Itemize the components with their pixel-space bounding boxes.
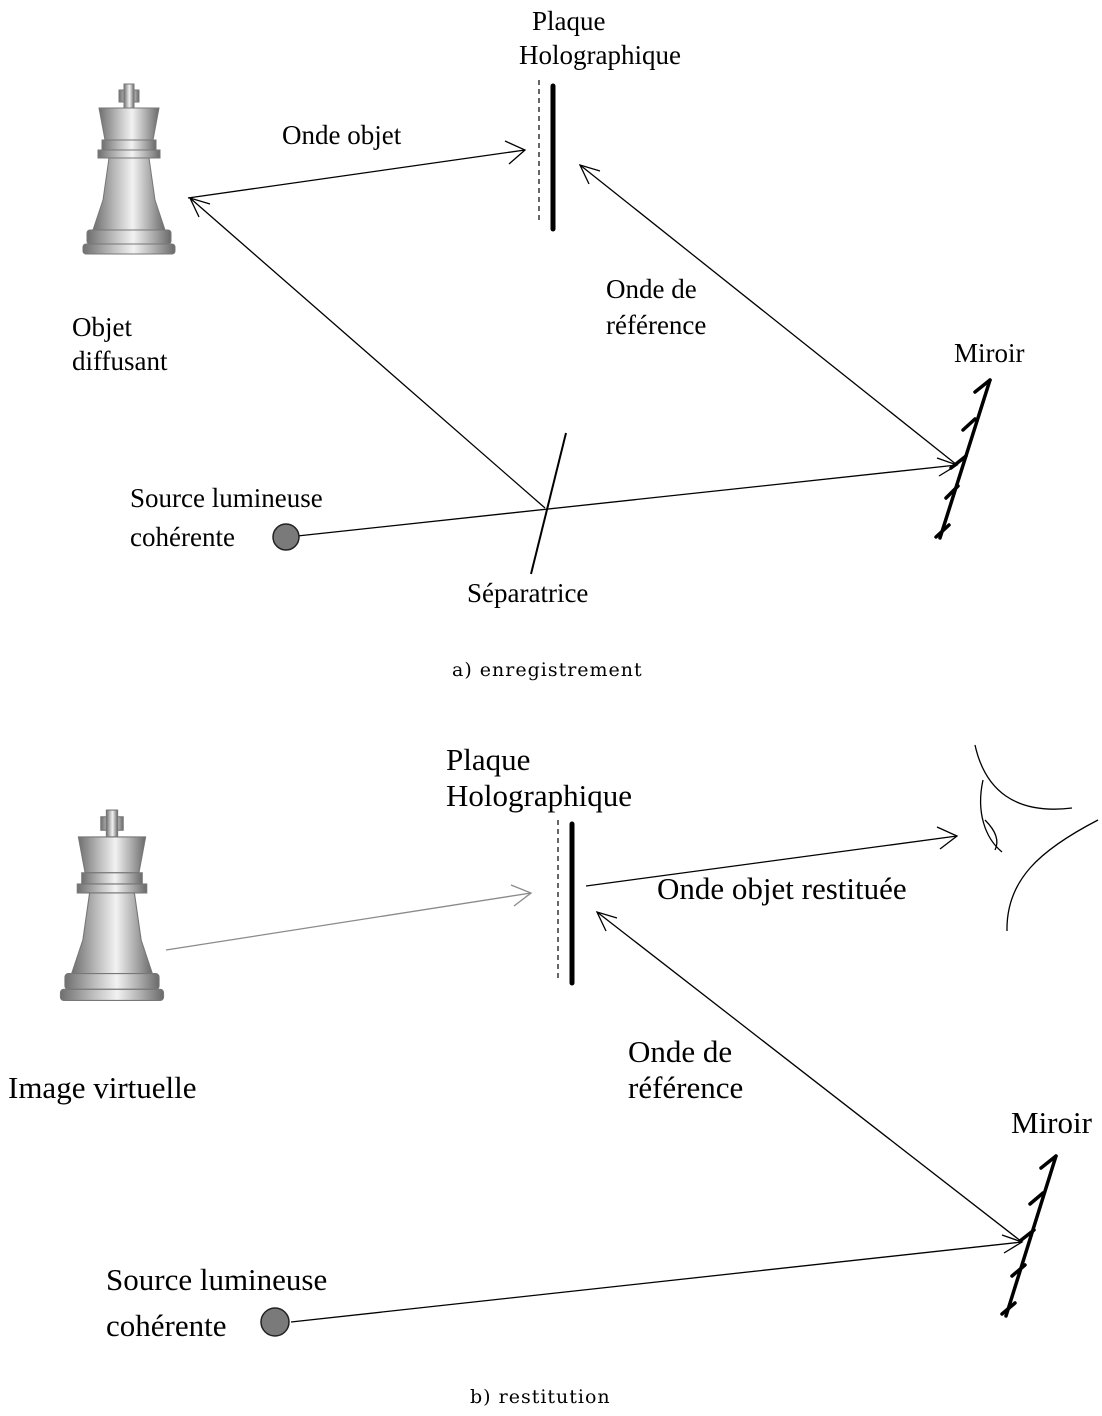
panel-a: Plaque Holographique Onde objet Objet di…: [72, 6, 1025, 681]
mirror-a-label: Miroir: [954, 338, 1025, 368]
splitter-to-object-ray: [189, 197, 546, 509]
plate-a-label-2: Holographique: [519, 40, 681, 70]
caption-a: a) enregistrement: [452, 659, 643, 681]
object-wave-label: Onde objet: [282, 120, 402, 150]
virtual-image-chess-icon: [59, 809, 165, 1002]
mirror-b-label: Miroir: [1011, 1105, 1093, 1140]
caption-b: b) restitution: [470, 1386, 611, 1408]
reference-a-label-2: référence: [606, 310, 706, 340]
object-label-1: Objet: [72, 312, 132, 342]
light-source-icon: [272, 523, 300, 551]
object-wave-ray: [187, 149, 526, 199]
source-b-label-1: Source lumineuse: [106, 1262, 327, 1297]
source-a-label-1: Source lumineuse: [130, 483, 323, 513]
chess-king-icon: [82, 83, 176, 255]
reference-wave-b-ray: [596, 911, 1023, 1243]
reference-b-label-1: Onde de: [628, 1034, 732, 1069]
restored-wave-arrowhead: [936, 826, 959, 850]
plate-b-label-1: Plaque: [446, 742, 530, 777]
object-wave-arrowhead: [504, 140, 527, 165]
splitter-to-object-arrowhead: [188, 196, 211, 218]
reference-a-label-1: Onde de: [606, 274, 697, 304]
restored-wave-ray: [585, 835, 958, 887]
reference-b-label-2: référence: [628, 1070, 743, 1105]
mirror-b-icon: [1000, 1154, 1058, 1318]
plate-b-label-2: Holographique: [446, 778, 632, 813]
observer-eye-icon: [974, 744, 1099, 932]
source-to-mirror-b-ray: [290, 1241, 1023, 1323]
reference-wave-ray: [579, 164, 958, 466]
virtual-ray: [165, 892, 532, 951]
beam-splitter: [530, 432, 567, 575]
mirror-icon: [934, 378, 992, 540]
light-source-b-icon: [260, 1307, 290, 1337]
restored-wave-label: Onde objet restituée: [657, 871, 907, 906]
reference-wave-b-arrowhead: [595, 910, 618, 932]
source-to-mirror-ray: [287, 464, 958, 538]
panel-b: Plaque Holographique Onde objet restitué…: [8, 742, 1099, 1408]
virtual-ray-arrowhead: [510, 884, 533, 907]
virtual-image-label: Image virtuelle: [8, 1070, 197, 1105]
plate-a-label-1: Plaque: [532, 6, 606, 36]
source-b-label-2: cohérente: [106, 1308, 226, 1343]
source-a-label-2: cohérente: [130, 522, 235, 552]
splitter-label: Séparatrice: [467, 578, 588, 608]
object-label-2: diffusant: [72, 346, 168, 376]
reference-wave-arrowhead: [578, 163, 601, 185]
